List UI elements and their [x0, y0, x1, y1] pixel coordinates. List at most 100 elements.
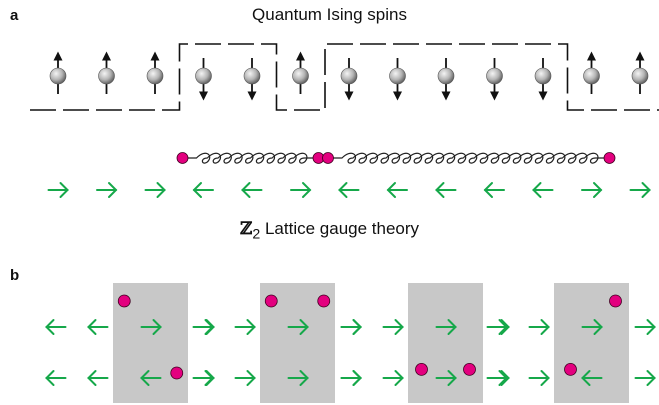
gauge-arrow-right — [382, 319, 404, 335]
spin-up — [631, 51, 649, 94]
gauge-arrow-right — [629, 182, 651, 198]
arrow-head — [641, 182, 651, 198]
gauge-arrow-row — [47, 182, 651, 198]
spin-ball — [146, 67, 164, 85]
arrow-head — [299, 370, 309, 386]
string-excitation — [322, 152, 616, 164]
gauge-arrow-right — [192, 319, 214, 335]
gauge-arrow-left — [532, 182, 554, 198]
arrow-head — [204, 370, 214, 386]
arrow-head — [246, 370, 256, 386]
arrow-head — [156, 182, 166, 198]
gauge-arrow-left — [435, 182, 457, 198]
plaquette-box — [408, 283, 483, 403]
panel-a-title: Quantum Ising spins — [252, 5, 407, 24]
gauge-arrow-right — [581, 319, 603, 335]
gauge-arrow-right — [96, 182, 118, 198]
arrow-head — [593, 319, 603, 335]
gauge-arrow-right — [581, 182, 603, 198]
gauge-arrow-left — [45, 370, 67, 386]
arrow-head — [87, 319, 97, 335]
gauge-arrow-right — [528, 370, 550, 386]
gauge-arrow-right — [144, 182, 166, 198]
charge-dot — [117, 294, 131, 308]
arrow-head — [500, 319, 510, 335]
arrow-head — [593, 182, 603, 198]
gauge-arrow-right — [192, 370, 214, 386]
charge-dot — [564, 362, 577, 376]
spin-ball — [292, 67, 309, 85]
plaquette — [486, 283, 656, 403]
spin-ball — [437, 67, 455, 85]
string-excitation — [176, 152, 325, 164]
spin-down — [534, 58, 552, 101]
arrow-head — [500, 370, 510, 386]
string-coil — [328, 152, 610, 164]
charge-dot — [264, 294, 278, 308]
spin-ball — [340, 67, 358, 85]
arrow-head — [394, 319, 404, 335]
spin-ball — [49, 67, 67, 85]
spin-ball — [486, 67, 503, 85]
arrow-head — [338, 182, 348, 198]
spin-ball — [243, 67, 261, 85]
arrow-head — [45, 370, 55, 386]
charge-dot — [317, 294, 331, 308]
arrow-head — [299, 319, 309, 335]
z2-symbol: ℤ — [239, 219, 253, 239]
arrow-head — [59, 182, 69, 198]
gauge-arrow-left — [581, 370, 603, 386]
arrow-head — [386, 182, 396, 198]
spin-down — [437, 58, 455, 101]
charge-dot — [603, 152, 616, 164]
gauge-arrow-right — [287, 370, 309, 386]
plaquette — [45, 283, 215, 403]
gauge-title-text: Lattice gauge theory — [260, 219, 420, 238]
gauge-arrow-right — [47, 182, 69, 198]
spin-down — [243, 58, 261, 101]
gauge-arrow-right — [287, 319, 309, 335]
gauge-arrow-left — [192, 182, 214, 198]
gauge-arrow-right — [234, 319, 256, 335]
arrow-head — [540, 370, 550, 386]
charge-dot — [609, 294, 622, 308]
spin-down — [486, 58, 503, 101]
z2-subscript: 2 — [252, 226, 261, 243]
spin-up — [146, 51, 164, 94]
spin-up — [49, 51, 67, 94]
gauge-arrow-left — [338, 182, 360, 198]
arrow-head — [352, 370, 362, 386]
gauge-arrow-left — [87, 319, 109, 335]
gauge-arrow-right — [140, 319, 162, 335]
spin-up — [292, 51, 309, 94]
gauge-arrow-right — [340, 370, 362, 386]
arrow-head — [532, 182, 542, 198]
spin-ball — [534, 67, 552, 85]
gauge-arrow-right — [435, 370, 457, 386]
spin-ball — [195, 67, 212, 85]
domain-wall-path — [30, 43, 659, 111]
gauge-arrow-left — [241, 182, 263, 198]
spin-ball — [98, 67, 115, 85]
charge-dot — [463, 362, 476, 376]
gauge-arrow-left — [87, 370, 109, 386]
string-coil — [182, 152, 319, 164]
panel-b-label: b — [10, 267, 20, 284]
arrow-head — [483, 182, 493, 198]
spin-chain — [49, 51, 649, 101]
spin-up — [583, 51, 600, 94]
arrow-head — [394, 370, 404, 386]
gauge-arrow-left — [45, 319, 67, 335]
gauge-arrow-left — [483, 182, 505, 198]
charge-dot — [170, 366, 184, 380]
arrow-head — [140, 370, 150, 386]
gauge-arrow-right — [340, 319, 362, 335]
arrow-head — [192, 182, 202, 198]
domain-wall-line — [30, 43, 659, 111]
spin-ball — [583, 67, 600, 85]
gauge-arrow-right — [435, 319, 457, 335]
charge-dot — [176, 152, 189, 164]
plaquette — [192, 283, 362, 403]
gauge-arrow-right — [486, 370, 508, 386]
panel-a-label: a — [10, 7, 19, 24]
